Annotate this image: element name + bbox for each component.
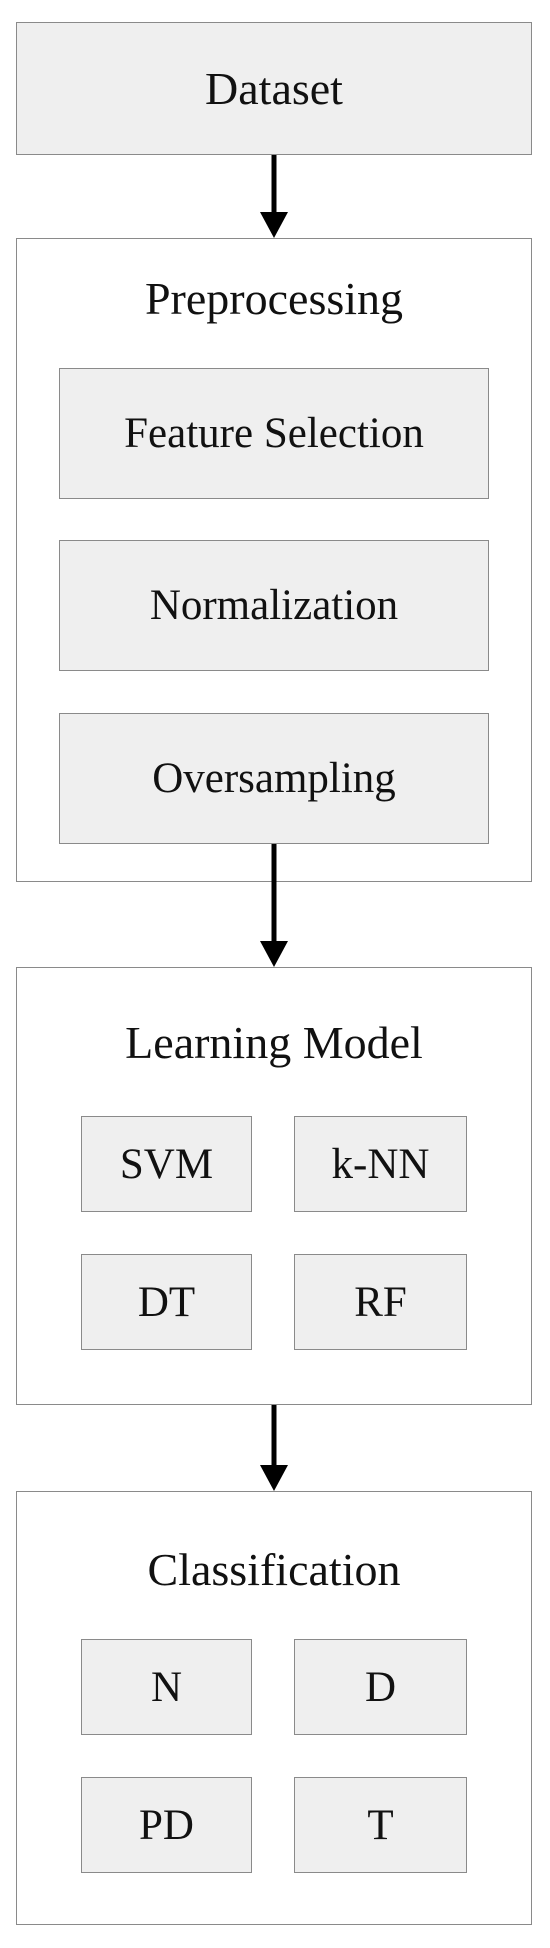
model-svm: SVM xyxy=(81,1116,252,1212)
class-label: D xyxy=(364,1663,397,1711)
class-d: D xyxy=(294,1639,467,1735)
preprocessing-title: Preprocessing xyxy=(144,273,404,324)
learning-model-title: Learning Model xyxy=(125,1017,423,1068)
arrow-preprocessing-to-learning-model xyxy=(260,844,288,967)
classification-title: Classification xyxy=(147,1544,401,1595)
model-dt: DT xyxy=(81,1254,252,1350)
model-label: RF xyxy=(354,1278,407,1326)
preprocessing-step-label: Feature Selection xyxy=(124,410,424,457)
preprocessing-step-label: Oversampling xyxy=(152,755,396,802)
model-label: DT xyxy=(137,1278,196,1326)
preprocessing-step-normalization: Normalization xyxy=(59,540,489,671)
preprocessing-step-feature-selection: Feature Selection xyxy=(59,368,489,499)
class-label: PD xyxy=(139,1801,194,1849)
class-n: N xyxy=(81,1639,252,1735)
class-pd: PD xyxy=(81,1777,252,1873)
model-label: k-NN xyxy=(331,1140,430,1188)
dataset-label: Dataset xyxy=(205,63,343,114)
arrow-dataset-to-preprocessing xyxy=(260,155,288,238)
model-knn: k-NN xyxy=(294,1116,467,1212)
preprocessing-step-label: Normalization xyxy=(149,582,399,629)
class-label: T xyxy=(367,1801,394,1849)
dataset-box: Dataset xyxy=(16,22,532,155)
model-rf: RF xyxy=(294,1254,467,1350)
class-label: N xyxy=(150,1663,183,1711)
arrow-learning-model-to-classification xyxy=(260,1405,288,1491)
class-t: T xyxy=(294,1777,467,1873)
preprocessing-step-oversampling: Oversampling xyxy=(59,713,489,844)
model-label: SVM xyxy=(119,1140,214,1188)
